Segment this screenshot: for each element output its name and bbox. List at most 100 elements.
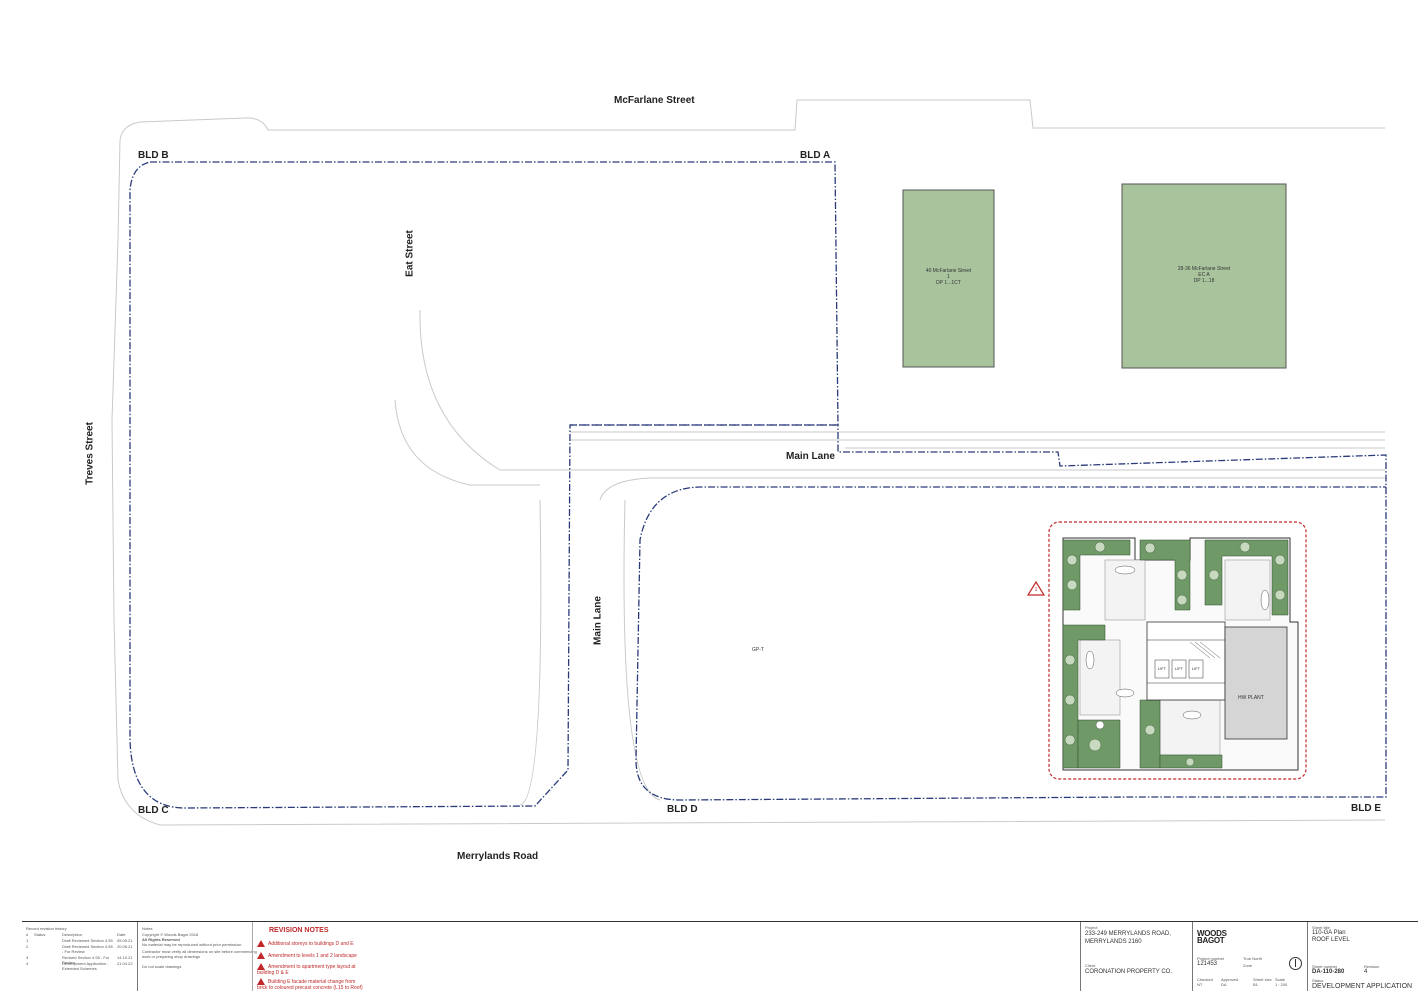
scale-value: 1 : 200 — [1275, 982, 1288, 987]
neighbour-lot-40-mcfarlane — [902, 189, 995, 368]
logo-line2: BAGOT — [1197, 936, 1225, 945]
history-header-date: Date — [117, 932, 126, 937]
history-row-2-date: 20.05.21 — [117, 944, 133, 949]
revision-note-2-text: Amendment to levels 1 and 2 landscape — [268, 952, 357, 959]
project-address-line1: 233-249 MERRYLANDS ROAD, — [1085, 931, 1171, 937]
building-label-c: BLD C — [138, 805, 169, 816]
note-copyright: Copyright © Woods Bagot 2018 — [142, 932, 199, 937]
title-block: Record revision history # Status Descrip… — [22, 921, 1418, 991]
hw-plant-area — [1224, 626, 1288, 740]
neighbour-right-text: 28-36 McFarlane Street EC A DP 1...18 — [1122, 266, 1286, 284]
scale-label: Scale — [1275, 977, 1286, 982]
approved-value: DA — [1221, 982, 1227, 987]
sheet-title-label: Sheet title — [1312, 925, 1330, 930]
sheet-info-block: Sheet title 110-GA Plan ROOF LEVEL Sheet… — [1307, 922, 1419, 991]
revision-triangle-icon — [1026, 580, 1046, 596]
street-label-main-lane-horizontal: Main Lane — [786, 451, 835, 462]
revision-note-4: Building E facade material change from b… — [257, 978, 367, 991]
site-plan-drawing — [111, 99, 1387, 826]
neighbour-right-dp: DP 1...18 — [1193, 278, 1215, 284]
project-label: Project — [1085, 925, 1098, 930]
revision-note-1: Additional storeys to buildings D and E — [257, 940, 354, 947]
site-boundary — [129, 161, 1387, 809]
site-note: GP-T — [752, 647, 764, 653]
client-label: Client — [1085, 963, 1096, 968]
project-number-label: Project number — [1197, 956, 1225, 961]
history-row-1-date: 05.05.21 — [117, 938, 133, 943]
logo-line1: WOODS — [1197, 929, 1227, 938]
revision-note-1-text: Additional storeys to buildings D and E — [268, 940, 354, 947]
sheet-size: B1 — [1253, 982, 1258, 987]
building-label-e: BLD E — [1351, 803, 1381, 814]
note-verify: Contractor must verify all dimensions on… — [142, 949, 257, 954]
sheet-number-label: Sheet number — [1312, 964, 1338, 969]
revision-triangle-icon — [257, 940, 265, 947]
roof-revision-cloud — [1048, 521, 1307, 780]
history-header-description: Description — [62, 932, 83, 937]
road-kerb-lines — [111, 99, 1386, 826]
history-row-3-date: 14.10.21 — [117, 955, 133, 960]
street-label-mcfarlane: McFarlane Street — [614, 95, 695, 106]
client-name: CORONATION PROPERTY CO. — [1085, 969, 1173, 975]
note-do-not-scale: Do not scale drawings — [142, 964, 182, 969]
revision-note-3: Amendment to apartment type layout at bu… — [257, 963, 357, 976]
revision-notes: REVISION NOTES Additional storeys to bui… — [252, 922, 1073, 991]
street-label-main-lane-vertical: Main Lane — [592, 596, 604, 645]
lift-label-2: LIFT — [1174, 666, 1184, 671]
neighbour-right-address: 28-36 McFarlane Street — [1177, 266, 1231, 272]
history-row-4-num: 4 — [26, 961, 29, 966]
revision-triangle-icon — [257, 978, 265, 985]
building-e-roof-plan — [1026, 521, 1307, 780]
history-row-1-desc: Draft Reviewed Section 4.55 — [62, 938, 113, 943]
sheet-title-line2: ROOF LEVEL — [1312, 937, 1350, 943]
revision-note-2: Amendment to levels 1 and 2 landscape — [257, 952, 357, 959]
north-arrow-icon — [1289, 957, 1302, 970]
building-label-d: BLD D — [667, 804, 698, 815]
notes-title: Notes — [142, 926, 153, 931]
sheet-number: DA-110-280 — [1312, 969, 1345, 975]
north-sub: Zone — [1243, 963, 1253, 968]
hw-plant-label: HW PLANT — [1238, 695, 1264, 701]
general-notes: Notes Copyright © Woods Bagot 2018 All R… — [137, 922, 273, 991]
status-value: DEVELOPMENT APPLICATION — [1312, 983, 1413, 990]
practice-block: WOODS BAGOT Project number 121453 Checke… — [1192, 922, 1308, 991]
project-client-block: Project 233-249 MERRYLANDS ROAD, MERRYLA… — [1080, 922, 1193, 991]
checked-value: NT — [1197, 982, 1203, 987]
history-row-2-desc: Draft Reviewed Section 4.55 - For Review — [62, 944, 113, 954]
sheet-title-line1: 110-GA Plan — [1312, 930, 1346, 936]
note-reproduction: No material may be reproduced without pr… — [142, 942, 242, 947]
neighbour-lot-28-36-mcfarlane — [1121, 183, 1287, 369]
sheet-size-label: Sheet size — [1253, 977, 1272, 982]
history-row-4-desc: Development Application - Extended Schem… — [62, 961, 109, 971]
status-label: Status — [1312, 978, 1324, 983]
neighbour-left-dp: DP 1...1CT — [936, 280, 961, 286]
history-header-status: Status — [34, 932, 46, 937]
history-row-1-num: 1 — [26, 938, 29, 943]
revision-note-3-text: Amendment to apartment type layout at bu… — [257, 963, 356, 976]
building-label-a: BLD A — [800, 150, 831, 161]
neighbour-left-address: 40 McFarlane Street — [925, 268, 972, 274]
revision-label: Revision — [1364, 964, 1380, 969]
revision-triangle-icon — [257, 963, 265, 970]
history-row-3-desc: Revised Section 4.55 - For Review — [62, 955, 110, 965]
north-label: True North — [1243, 956, 1262, 961]
history-header-num: # — [26, 932, 29, 937]
checked-label: Checked — [1197, 977, 1213, 982]
neighbour-left-text: 40 McFarlane Street 1 DP 1...1CT — [903, 268, 994, 286]
building-label-b: BLD B — [138, 150, 169, 161]
note-rights: All Rights Reserved — [142, 937, 180, 942]
revision-notes-title: REVISION NOTES — [269, 927, 329, 934]
street-label-treves: Treves Street — [84, 422, 96, 485]
revision-note-4-text: Building E facade material change from b… — [257, 978, 363, 991]
woods-bagot-logo: WOODS BAGOT — [1197, 929, 1227, 945]
neighbour-left-lot: 1 — [947, 274, 950, 280]
history-title: Record revision history — [26, 926, 67, 931]
project-address-line2: MERRYLANDS 2160 — [1085, 939, 1142, 945]
revision-value: 4 — [1364, 969, 1368, 975]
history-row-4-date: 21.04.22 — [117, 961, 133, 966]
note-shop-drawings: work or preparing shop drawings — [142, 954, 201, 959]
approved-label: Approved — [1221, 977, 1239, 982]
revision-triangle-icon — [257, 952, 265, 959]
revision-marker-number: 1 — [1034, 587, 1038, 593]
street-label-merrylands: Merrylands Road — [457, 851, 539, 862]
